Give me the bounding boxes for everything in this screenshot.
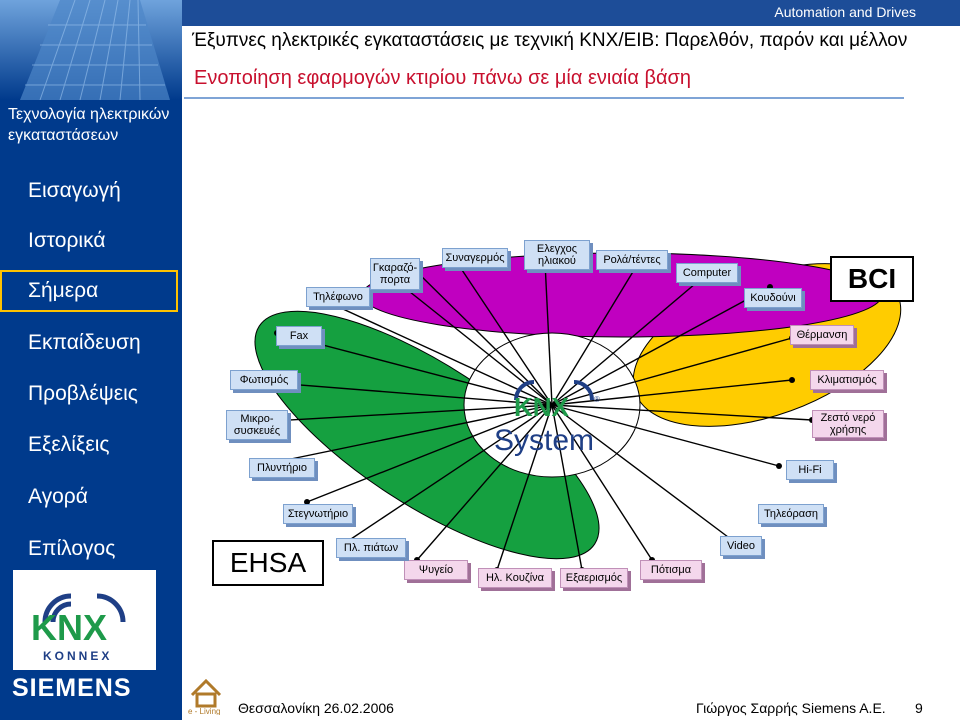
ehsa-ellipse	[254, 310, 600, 560]
page-number: 9	[915, 700, 923, 716]
building-photo	[0, 0, 182, 100]
application-diagram	[234, 252, 902, 573]
nav-item-today[interactable]: Σήμερα	[0, 270, 178, 312]
e-living-label: e - Living	[188, 707, 220, 715]
app-lighting: Φωτισμός	[230, 370, 298, 390]
app-small-appliances: Μικρο-συσκευές	[226, 410, 288, 440]
svg-text:®: ®	[594, 395, 600, 404]
siemens-logo: SIEMENS	[12, 674, 132, 702]
e-living-house-icon: e - Living	[188, 678, 222, 715]
svg-text:KONNEX: KONNEX	[43, 649, 112, 663]
app-irrigation: Πότισμα	[640, 560, 702, 580]
app-shutters: Ρολά/τέντες	[596, 250, 668, 270]
sidebar: Τεχνολογία ηλεκτρικών εγκαταστάσεων Εισα…	[0, 0, 182, 720]
app-fax: Fax	[276, 326, 322, 346]
app-garage-door: Γκαραζό-πορτα	[370, 258, 420, 290]
app-hifi: Hi-Fi	[786, 460, 834, 480]
knx-center-logo: KNX ®	[514, 380, 600, 420]
nav-item-training[interactable]: Εκπαίδευση	[28, 331, 141, 354]
brand-text: Automation and Drives	[774, 4, 916, 20]
footer-date: Θεσσαλονίκη 26.02.2006	[238, 700, 394, 716]
app-telephone: Τηλέφωνο	[306, 287, 370, 307]
app-video: Video	[720, 536, 762, 556]
app-doorbell: Κουδούνι	[744, 288, 802, 308]
sidebar-section-title: Τεχνολογία ηλεκτρικών εγκαταστάσεων	[8, 106, 170, 144]
nav-item-developments[interactable]: Εξελίξεις	[28, 433, 110, 456]
app-television: Τηλεόραση	[758, 504, 824, 524]
top-band: Automation and Drives	[182, 0, 960, 26]
svg-text:KNX: KNX	[31, 607, 107, 648]
knx-konnex-logo: KNX KONNEX	[13, 570, 156, 670]
app-refrigerator: Ψυγείο	[404, 560, 468, 580]
app-electric-stove: Ηλ. Κουζίνα	[478, 568, 552, 588]
system-label: System	[494, 424, 595, 457]
bci-label: BCI	[830, 256, 914, 302]
app-solar-control: Ελεγχος ηλιακού	[524, 240, 590, 270]
app-washing-machine: Πλυντήριο	[249, 458, 315, 478]
page-title: Έξυπνες ηλεκτρικές εγκαταστάσεις με τεχν…	[192, 30, 908, 51]
footer-author: Γιώργος Σαρρής Siemens A.E.	[696, 700, 886, 716]
app-alarm: Συναγερμός	[442, 248, 508, 268]
app-air-conditioning: Κλιματισμός	[810, 370, 884, 390]
nav-item-epilogue[interactable]: Επίλογος	[28, 537, 116, 560]
svg-text:KNX: KNX	[514, 392, 570, 420]
page-subtitle: Ενοποίηση εφαρμογών κτιρίου πάνω σε μία …	[194, 67, 692, 89]
ehsa-label: EHSA	[212, 540, 324, 586]
app-dryer: Στεγνωτήριο	[283, 504, 353, 524]
nav-item-history[interactable]: Ιστορικά	[28, 229, 106, 252]
app-dishwasher: Πλ. πιάτων	[336, 538, 406, 558]
app-ventilation: Εξαερισμός	[560, 568, 628, 588]
app-hot-water: Ζεστό νερό χρήσης	[812, 410, 884, 438]
nav-item-forecasts[interactable]: Προβλέψεις	[28, 382, 138, 405]
nav-item-market[interactable]: Αγορά	[28, 485, 88, 508]
app-heating: Θέρμανση	[790, 325, 854, 345]
subtitle-bar	[184, 61, 904, 99]
app-computer: Computer	[676, 263, 738, 283]
nav-item-intro[interactable]: Εισαγωγή	[28, 179, 121, 202]
